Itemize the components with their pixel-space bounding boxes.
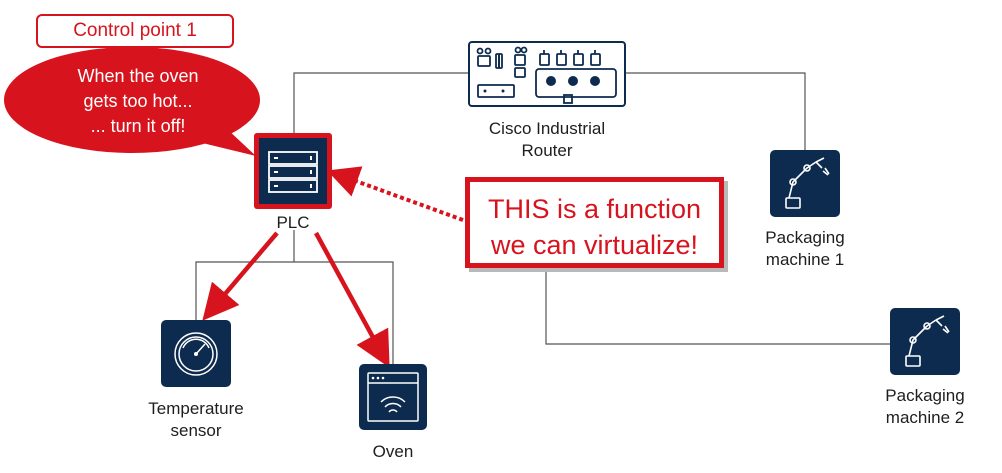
- arrow-plc-oven: [314, 231, 390, 368]
- router-label: Cisco Industrial Router: [460, 118, 634, 162]
- temp-sensor-label-line-1: Temperature: [148, 399, 244, 418]
- link-plc-oven: [294, 261, 394, 364]
- speech-bubble-text: When the oven gets too hot... ... turn i…: [38, 64, 238, 139]
- packaging2-label-line-2: machine 2: [885, 408, 965, 427]
- virtualize-callout: THIS is a function we can virtualize!: [465, 177, 724, 268]
- robot-arm-icon: [890, 308, 960, 375]
- speech-bubble: [4, 47, 260, 156]
- bubble-line-2: gets too hot...: [83, 91, 193, 111]
- bubble-line-1: When the oven: [77, 66, 199, 86]
- arrow-callout-plc: [326, 166, 464, 222]
- robot-arm-icon: [770, 150, 840, 217]
- oven-window-icon: [359, 364, 427, 430]
- packaging1-label-line-2: machine 1: [765, 250, 845, 269]
- arrow-plc-sensor: [202, 231, 279, 321]
- packaging1-label-line-1: Packaging: [765, 228, 845, 247]
- plc-label: PLC: [276, 213, 310, 232]
- temp-sensor-label-line-2: sensor: [170, 421, 222, 440]
- server-rack-icon: [259, 138, 327, 204]
- link-router-packaging2: [545, 270, 892, 345]
- link-router-packaging1: [626, 72, 806, 150]
- packaging2-label: Packaging machine 2: [860, 385, 990, 429]
- packaging1-label: Packaging machine 1: [740, 227, 870, 271]
- plc-node: [254, 133, 332, 209]
- router-label-line-1: Cisco Industrial: [488, 119, 606, 138]
- control-point-label: Control point 1: [36, 14, 234, 48]
- bubble-line-3: ... turn it off!: [90, 116, 186, 136]
- oven-label: Oven: [372, 442, 414, 461]
- gauge-icon: [161, 320, 231, 387]
- link-router-plc: [293, 72, 468, 133]
- packaging2-label-line-1: Packaging: [885, 386, 965, 405]
- callout-line-1: THIS is a function: [487, 194, 702, 224]
- link-plc-sensor: [195, 261, 294, 320]
- callout-line-2: we can virtualize!: [490, 230, 699, 260]
- temp-sensor-label: Temperature sensor: [126, 398, 266, 442]
- router-icon: [468, 41, 626, 107]
- router-label-line-2: Router: [521, 141, 573, 160]
